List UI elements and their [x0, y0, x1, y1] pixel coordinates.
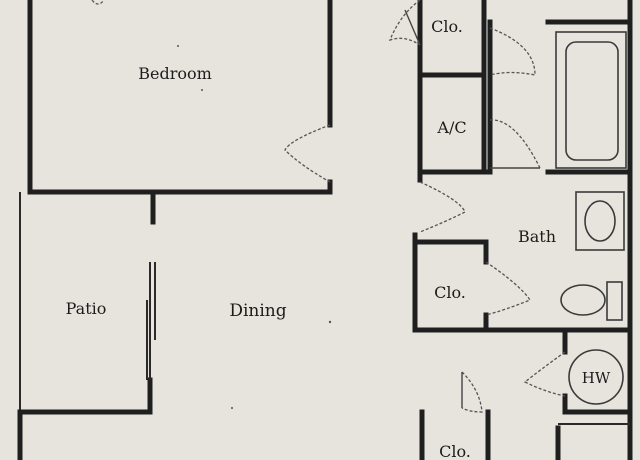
closet-mid-door	[485, 261, 531, 316]
label-closet-top: Clo.	[431, 17, 463, 36]
closet-mid-walls	[415, 239, 489, 333]
label-water-heater: HW	[582, 369, 611, 387]
label-patio: Patio	[66, 299, 107, 318]
ac-door	[489, 119, 541, 169]
paper-specks	[177, 45, 332, 409]
label-bath: Bath	[518, 227, 556, 246]
bath-walls	[412, 0, 633, 460]
patio-walls	[17, 192, 153, 460]
closet-bottom-walls	[419, 409, 630, 460]
label-ac: A/C	[436, 118, 466, 137]
hall-door	[419, 181, 466, 233]
label-closet-bottom: Clo.	[439, 442, 471, 460]
label-bedroom: Bedroom	[138, 64, 212, 83]
water-heater-tank	[568, 349, 624, 405]
water-heater-walls	[562, 332, 633, 415]
closet-top-door	[388, 0, 421, 46]
label-closet-mid: Clo.	[434, 283, 466, 302]
sliding-door	[146, 262, 156, 380]
toilet	[560, 281, 623, 321]
water-heater-door	[523, 351, 566, 397]
bedroom-walls	[27, 0, 333, 225]
bedroom-door	[284, 124, 331, 183]
bathtub	[555, 31, 627, 169]
closet-bottom-door	[461, 371, 483, 413]
bedroom-closet-door-arc	[91, 0, 105, 5]
bath-entry-door	[489, 27, 536, 76]
label-dining: Dining	[229, 301, 286, 321]
closet-ac-walls	[417, 0, 493, 183]
sink	[575, 191, 625, 251]
